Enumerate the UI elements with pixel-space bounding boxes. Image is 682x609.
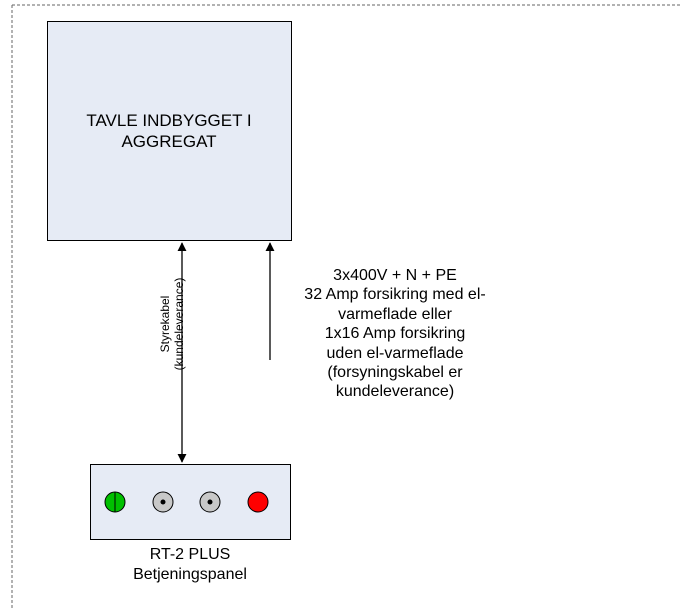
gray-indicator-2	[199, 491, 221, 513]
supply-line-1: 3x400V + N + PE	[333, 267, 457, 284]
gray-indicator-1	[152, 491, 174, 513]
control-panel-label: RT-2 PLUS Betjeningspanel	[90, 545, 290, 584]
cabinet-label-line2: AGGREGAT	[121, 132, 217, 151]
supply-line-2: 32 Amp forsikring med el-	[304, 286, 486, 304]
supply-line-3: varmeflade eller	[338, 305, 452, 323]
supply-line-6: (forsyningskabel er	[327, 364, 463, 382]
cabinet-box	[47, 21, 292, 241]
control-cable-label-line2: (kundeleverance)	[172, 277, 186, 371]
green-indicator	[104, 491, 126, 513]
supply-line-7: kundeleverance)	[335, 383, 455, 401]
red-indicator	[247, 491, 269, 513]
control-cable-label-line1: Styrekabel	[158, 295, 172, 353]
cabinet-label-line1: TAVLE INDBYGGET I	[86, 111, 252, 130]
supply-line-5: uden el-varmeflade	[326, 344, 464, 362]
supply-description: 3x400V + N + PE 32 Amp forsikring med el…	[260, 266, 530, 402]
control-cable-label: Styrekabel (kundeleverance)	[158, 254, 186, 394]
cabinet-label: TAVLE INDBYGGET I AGGREGAT	[47, 110, 291, 152]
supply-line-4: 1x16 Amp forsikring	[324, 325, 466, 343]
control-panel-label-line1: RT-2 PLUS	[149, 546, 231, 563]
control-panel-label-line2: Betjeningspanel	[133, 565, 247, 583]
